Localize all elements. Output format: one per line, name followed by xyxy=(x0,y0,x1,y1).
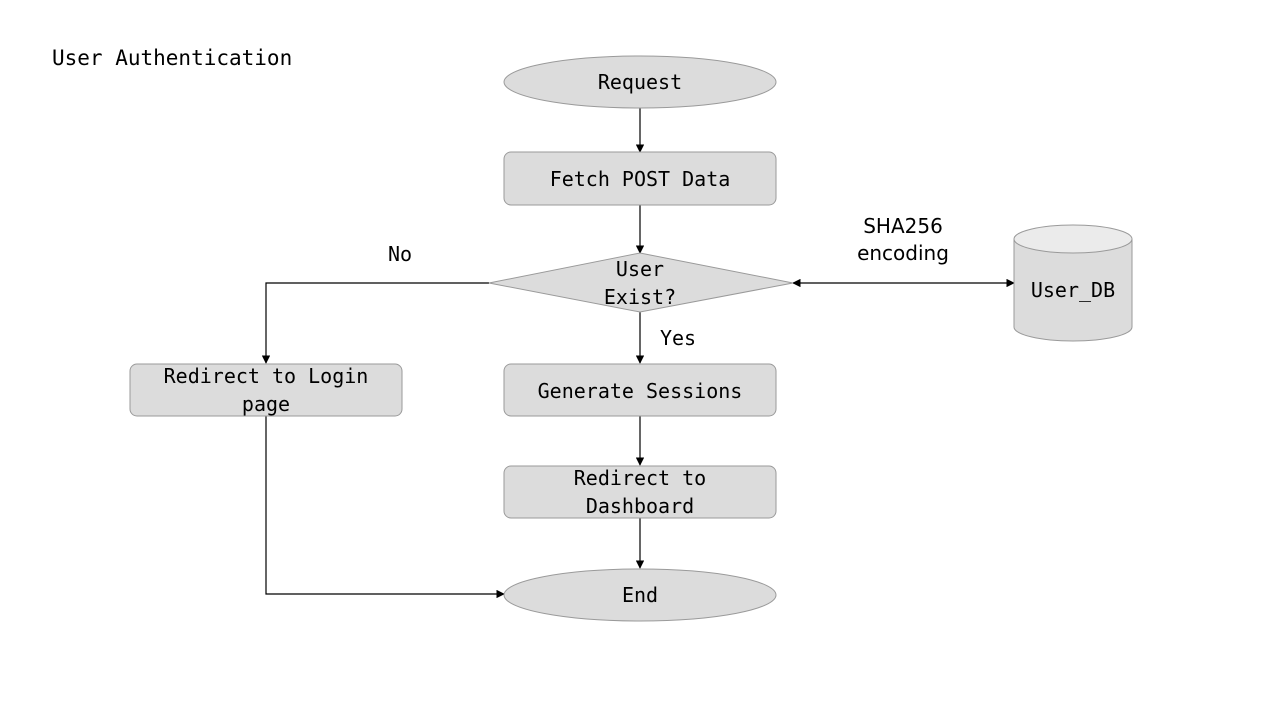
edges xyxy=(261,108,1015,599)
diagram-title: User Authentication xyxy=(52,46,293,70)
node-redirect-dashboard: Redirect to Dashboard xyxy=(503,465,777,519)
svg-text:User_DB: User_DB xyxy=(1031,278,1115,302)
svg-text:End: End xyxy=(622,583,658,607)
node-user-exist-decision: User Exist? xyxy=(488,252,794,313)
node-user-db: User_DB xyxy=(1013,224,1133,342)
svg-text:Request: Request xyxy=(598,70,682,94)
svg-text:Redirect to Login: Redirect to Login xyxy=(164,364,369,388)
edge-label-encoding: encoding xyxy=(857,241,949,265)
node-end: End xyxy=(503,568,777,622)
edge-label-no: No xyxy=(388,242,412,266)
edge-decision-to-login xyxy=(261,282,489,364)
svg-text:Fetch POST Data: Fetch POST Data xyxy=(550,167,731,191)
svg-text:User: User xyxy=(616,257,664,281)
node-fetch-post-data: Fetch POST Data xyxy=(503,151,777,206)
svg-text:Redirect to: Redirect to xyxy=(574,466,706,490)
node-request: Request xyxy=(503,55,777,109)
svg-text:Dashboard: Dashboard xyxy=(586,494,694,518)
svg-text:Generate Sessions: Generate Sessions xyxy=(538,379,743,403)
edge-label-yes: Yes xyxy=(660,326,696,350)
edge-label-sha256: SHA256 xyxy=(863,214,943,238)
node-generate-sessions: Generate Sessions xyxy=(503,363,777,417)
edge-login-to-end xyxy=(265,416,505,599)
node-redirect-login: Redirect to Login page xyxy=(129,363,403,417)
svg-text:page: page xyxy=(242,392,290,416)
svg-text:Exist?: Exist? xyxy=(604,285,676,309)
